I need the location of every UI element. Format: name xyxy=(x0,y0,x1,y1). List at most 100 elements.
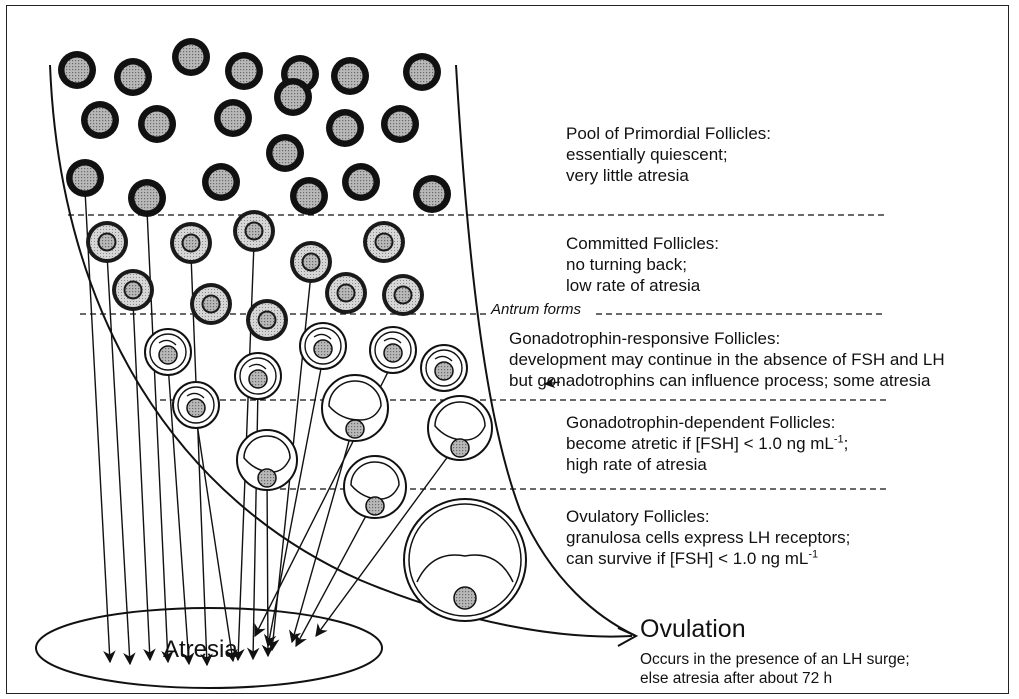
oocyte xyxy=(338,285,354,301)
primordial-follicles xyxy=(58,38,451,217)
dependent-follicles xyxy=(236,374,493,519)
oocyte xyxy=(178,44,204,70)
stage-responsive-line: development may continue in the absence … xyxy=(509,350,945,369)
oocyte xyxy=(434,361,454,381)
ovulation-chevron xyxy=(617,627,639,647)
atresia-arrow xyxy=(315,439,461,638)
diagram-frame xyxy=(6,5,1009,694)
primordial-follicle xyxy=(225,52,263,90)
responsive-follicle xyxy=(420,344,468,392)
atresia-arrow xyxy=(146,209,174,664)
committed-follicle xyxy=(363,221,405,263)
antrum-crescent xyxy=(248,363,267,370)
atresia-arrow xyxy=(190,254,213,667)
stage-committed-line: low rate of atresia xyxy=(566,276,701,295)
funnel-right-wall xyxy=(455,64,637,637)
oocyte xyxy=(450,438,470,458)
committed-follicle xyxy=(382,274,424,316)
stage-primordial-text: Pool of Primordial Follicles: essentiall… xyxy=(566,123,771,186)
stage-committed-line: no turning back; xyxy=(566,255,687,274)
atresia-arrow xyxy=(295,498,376,648)
responsive-follicles xyxy=(144,322,468,429)
oocyte xyxy=(248,369,268,389)
committed-follicles xyxy=(86,210,424,341)
responsive-follicle xyxy=(299,322,347,370)
oocyte xyxy=(186,398,206,418)
oocyte xyxy=(453,586,477,610)
responsive-follicle xyxy=(144,328,192,376)
stage-primordial-line: Pool of Primordial Follicles: xyxy=(566,124,772,143)
stage-responsive-line: Gonadotrophin-responsive Follicles: xyxy=(509,329,781,348)
primordial-follicle xyxy=(290,177,328,215)
oocyte xyxy=(120,64,146,90)
antrum-crescent xyxy=(186,392,205,399)
stage-committed-text: Committed Follicles: no turning back; lo… xyxy=(566,233,719,296)
oocyte xyxy=(303,254,319,270)
funnel-left-wall xyxy=(49,64,633,638)
oocyte xyxy=(125,282,141,298)
cumulus xyxy=(416,554,514,583)
stage-ovulatory-text: Ovulatory Follicles: granulosa cells exp… xyxy=(566,506,850,569)
inner-wall xyxy=(408,503,522,617)
committed-follicle xyxy=(233,210,275,252)
primordial-follicle xyxy=(266,134,304,172)
committed-follicle xyxy=(190,283,232,325)
oocyte xyxy=(144,111,170,137)
stage-dependent-line: become atretic if [FSH] < 1.0 ng mL-1; xyxy=(566,433,848,454)
stage-dependent-line2-end: ; xyxy=(843,434,849,453)
influence-arrow xyxy=(543,377,561,389)
oocyte xyxy=(183,235,199,251)
stage-primordial-line: very little atresia xyxy=(566,166,689,185)
oocyte xyxy=(365,496,385,516)
stage-ovulatory-line: Ovulatory Follicles: xyxy=(566,507,710,526)
oocyte xyxy=(257,468,277,488)
oocyte xyxy=(203,296,219,312)
oocyte xyxy=(280,84,306,110)
oocyte xyxy=(158,345,178,365)
committed-follicle xyxy=(86,221,128,263)
primordial-follicle xyxy=(138,105,176,143)
atresia-arrow xyxy=(84,189,116,664)
committed-follicle xyxy=(112,269,154,311)
atresia-arrows xyxy=(84,189,461,667)
primordial-follicle xyxy=(274,78,312,116)
oocyte xyxy=(348,169,374,195)
primordial-follicle xyxy=(128,179,166,217)
primordial-follicle xyxy=(202,163,240,201)
atresia-arrow xyxy=(106,253,136,666)
stage-ovulatory-line3: can survive if [FSH] < 1.0 ng mL xyxy=(566,549,809,568)
antrum-crescent xyxy=(434,355,453,362)
responsive-follicle xyxy=(172,381,220,429)
ovulation-description: Occurs in the presence of an LH surge; e… xyxy=(640,650,910,688)
unit-exponent: -1 xyxy=(833,433,844,446)
stage-responsive-line: but gonadotrophins can influence process… xyxy=(509,371,931,390)
primordial-follicle xyxy=(81,101,119,139)
oocyte xyxy=(337,63,363,89)
committed-follicle xyxy=(246,299,288,341)
primordial-follicle xyxy=(413,175,451,213)
atresia-arrow xyxy=(167,363,195,666)
stage-dependent-text: Gonadotrophin-dependent Follicles: becom… xyxy=(566,412,848,475)
primordial-follicle xyxy=(114,58,152,96)
oocyte xyxy=(259,312,275,328)
ovulation-description-line: Occurs in the presence of an LH surge; xyxy=(640,651,910,668)
oocyte xyxy=(87,107,113,133)
committed-follicle xyxy=(290,241,332,283)
dependent-follicle xyxy=(236,429,298,491)
atresia-arrow xyxy=(195,416,238,663)
oocyte xyxy=(313,339,333,359)
atresia-arrow xyxy=(263,357,324,648)
primordial-follicle xyxy=(331,57,369,95)
atresia-arrow xyxy=(289,419,356,644)
oocyte xyxy=(383,343,403,363)
antrum-crescent xyxy=(313,333,332,340)
antrum xyxy=(328,380,382,421)
committed-follicle xyxy=(170,222,212,264)
committed-follicle xyxy=(325,272,367,314)
antrum-forms-label: Antrum forms xyxy=(491,301,582,318)
oocyte xyxy=(220,105,246,131)
primordial-follicle xyxy=(172,38,210,76)
atresia-label: Atresia xyxy=(163,636,238,663)
responsive-follicle xyxy=(369,326,417,374)
